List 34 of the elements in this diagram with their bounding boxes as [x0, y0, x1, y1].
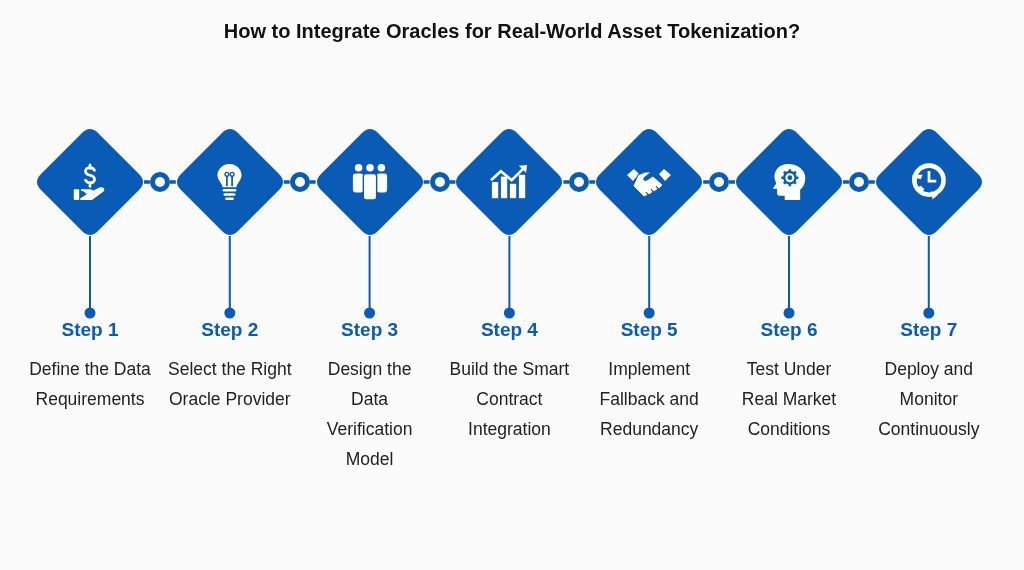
connector-line	[589, 180, 596, 184]
connector-line	[643, 235, 655, 319]
step-label: Step 1	[61, 318, 119, 342]
step-description: Define the Data Requirements	[28, 358, 152, 411]
connector-line	[923, 235, 935, 319]
connector-line	[703, 180, 710, 184]
connector-line	[729, 180, 735, 184]
connector-line	[783, 235, 795, 319]
step-label: Step 5	[620, 318, 678, 342]
connector-line	[868, 180, 875, 184]
diagram-title: How to Integrate Oracles for Real-World Asset Tokenization?	[222, 20, 802, 43]
step-description: Build the Smart Contract Integration	[448, 358, 571, 441]
connector-line	[503, 235, 515, 319]
connector-line	[423, 180, 430, 184]
step-label: Step 7	[900, 318, 958, 342]
step-label: Step 4	[480, 318, 538, 342]
connector-line	[364, 235, 376, 319]
step-label: Step 3	[341, 318, 399, 342]
step-description: Select the Right Oracle Provider	[167, 358, 292, 411]
step-description: Test Under Real Market Conditions	[740, 358, 838, 441]
connector-line	[563, 180, 570, 184]
connector-line	[84, 235, 96, 319]
step-label: Step 6	[760, 318, 818, 342]
step-description: Deploy and Monitor Continuously	[877, 358, 981, 441]
connector-line	[309, 180, 316, 184]
step-description: Implement Fallback and Redundancy	[598, 358, 700, 441]
connector-line	[144, 180, 150, 184]
connector-line	[169, 180, 176, 184]
connector-line	[224, 235, 236, 319]
connector-line	[843, 180, 849, 184]
step-label: Step 2	[201, 318, 259, 342]
connector-line	[283, 180, 290, 184]
connector-line	[449, 180, 456, 184]
step-description: Design the Data Verification Model	[325, 358, 414, 471]
